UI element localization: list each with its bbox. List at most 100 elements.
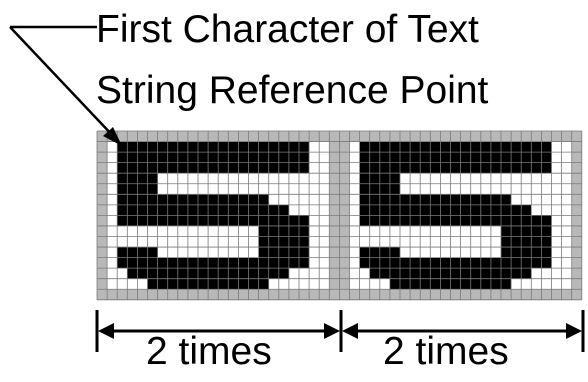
glyph-2-dot-on <box>501 236 512 248</box>
glyph-2-dot-on <box>420 278 431 290</box>
callout-line-1: First Character of Text <box>96 8 479 51</box>
glyph-1-dot-on <box>218 257 229 269</box>
glyph-1-dot-off <box>177 247 188 258</box>
glyph-2-dot-on <box>400 141 411 153</box>
glyph-1-dot-on <box>198 204 209 216</box>
glyph-2-dot-off <box>420 236 431 248</box>
glyph-1-dot-off <box>309 141 320 153</box>
glyph-1-dot-off <box>137 225 148 237</box>
glyph-2-dot-off <box>379 225 390 237</box>
glyph-2-dot-off <box>420 225 431 237</box>
glyph-1-dot-off <box>258 183 269 195</box>
glyph-2-dot-on <box>470 215 481 226</box>
glyph-2-dot-on <box>460 257 471 269</box>
glyph-2-dot-off <box>440 225 451 237</box>
glyph-1-dot-on <box>167 194 178 205</box>
glyph-2-dot-on <box>531 247 542 258</box>
glyph-1-dot-off <box>137 278 148 290</box>
glyph-1-dot-on <box>177 215 188 226</box>
glyph-1-dot-off <box>107 183 118 195</box>
glyph-1-dot-on <box>117 141 128 153</box>
glyph-1-dot-on <box>258 194 269 205</box>
glyph-1-dot-on <box>299 225 310 237</box>
glyph-2-dot-off <box>349 225 360 237</box>
glyph-2-dot-on <box>389 152 400 163</box>
glyph-1-dot-on <box>127 215 138 226</box>
glyph-2-dot-on <box>521 236 532 248</box>
glyph-1-dot-on <box>268 204 279 216</box>
glyph-1-dot-off <box>248 183 259 195</box>
glyph-1-dot-on <box>288 215 299 226</box>
glyph-2-dot-on <box>490 268 501 279</box>
glyph-2-dot-on <box>369 183 380 195</box>
glyph-1-dot-on <box>187 268 198 279</box>
glyph-1-dot-on <box>299 236 310 248</box>
glyph-2-dot-on <box>379 257 390 269</box>
glyph-1-dot-on <box>147 257 158 269</box>
glyph-2-dot-off <box>561 247 572 258</box>
glyph-1-dot-off <box>248 173 259 184</box>
glyph-1-dot-off <box>218 247 229 258</box>
glyph-2-dot-off <box>561 152 572 163</box>
glyph-2-dot-on <box>379 183 390 195</box>
glyph-2-dot-off <box>501 173 512 184</box>
glyph-1-dot-on <box>117 204 128 216</box>
glyph-1-dot-on <box>248 204 259 216</box>
glyph-2-dot-off <box>561 257 572 269</box>
glyph-1-dot-on <box>127 183 138 195</box>
glyph-2-dot-on <box>440 215 451 226</box>
glyph-1-dot-off <box>309 225 320 237</box>
glyph-1-dot-on <box>218 278 229 290</box>
glyph-2-dot-off <box>349 268 360 279</box>
glyph-2-dot-off <box>551 183 562 195</box>
glyph-2-dot-on <box>501 215 512 226</box>
glyph-1-dot-on <box>147 152 158 163</box>
glyph-2-dot-off <box>349 162 360 174</box>
glyph-1-dot-off <box>218 173 229 184</box>
glyph-1-dot-off <box>107 278 118 290</box>
glyph-1-dot-on <box>137 141 148 153</box>
glyph-1-dot-off <box>309 236 320 248</box>
glyph-1-dot-on <box>248 152 259 163</box>
glyph-2-dot-on <box>359 152 370 163</box>
glyph-2-dot-off <box>349 278 360 290</box>
glyph-1-dot-off <box>228 173 239 184</box>
glyph-1-dot-off <box>309 268 320 279</box>
glyph-2-dot-off <box>349 183 360 195</box>
glyph-1-dot-off <box>167 247 178 258</box>
glyph-2-dot-off <box>359 278 370 290</box>
glyph-2-dot-on <box>480 204 491 216</box>
glyph-2-dot-on <box>440 152 451 163</box>
glyph-1-dot-on <box>268 225 279 237</box>
dimension-label-left: 2 times <box>146 330 272 373</box>
glyph-2-dot-on <box>410 204 421 216</box>
glyph-2-dot-off <box>521 183 532 195</box>
glyph-2-dot-off <box>521 173 532 184</box>
glyph-2-dot-on <box>470 162 481 174</box>
glyph-2-dot-on <box>460 268 471 279</box>
glyph-1-dot-on <box>187 204 198 216</box>
glyph-2-dot-off <box>551 247 562 258</box>
glyph-2-dot-on <box>531 236 542 248</box>
glyph-1-dot-off <box>157 247 168 258</box>
glyph-1-dot-on <box>228 204 239 216</box>
glyph-1-dot-on <box>258 247 269 258</box>
glyph-2-dot-off <box>379 236 390 248</box>
glyph-1-dot-off <box>187 225 198 237</box>
glyph-2-dot-on <box>460 204 471 216</box>
glyph-2-dot-off <box>541 173 552 184</box>
glyph-1-dot-off <box>107 215 118 226</box>
glyph-2-dot-on <box>531 225 542 237</box>
glyph-1-dot-off <box>299 183 310 195</box>
glyph-1-dot-on <box>137 215 148 226</box>
glyph-2-dot-on <box>420 257 431 269</box>
glyph-1-dot-off <box>319 236 330 248</box>
glyph-2-dot-on <box>470 257 481 269</box>
glyph-2-dot-off <box>450 236 461 248</box>
glyph-1-dot-off <box>228 183 239 195</box>
glyph-1-dot-on <box>278 236 289 248</box>
glyph-1-dot-on <box>127 173 138 184</box>
glyph-1-dot-off <box>319 278 330 290</box>
glyph-1-dot-on <box>157 278 168 290</box>
